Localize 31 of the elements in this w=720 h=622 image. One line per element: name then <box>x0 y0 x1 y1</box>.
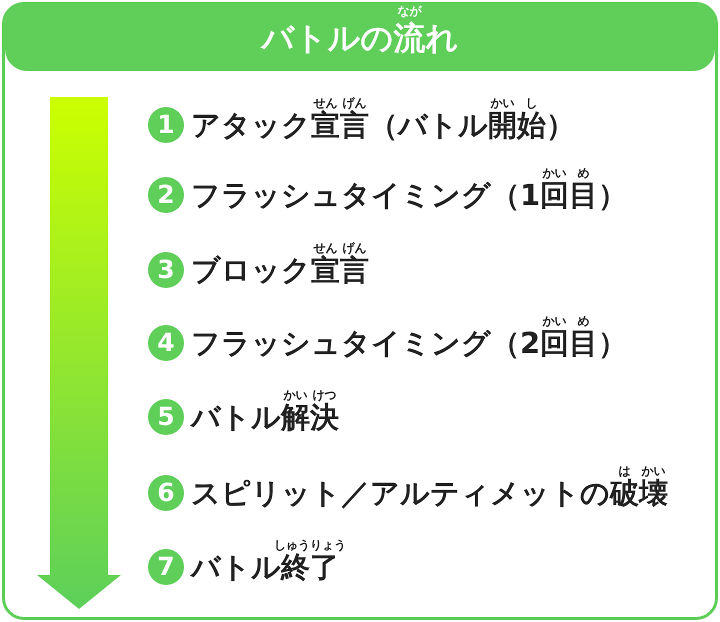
step-text: フラッシュタイミング（2回目） <box>191 326 628 361</box>
step-number-circle: 1 <box>148 107 184 143</box>
step-number-circle: 4 <box>148 325 184 361</box>
step-text: バトル解決 <box>191 400 339 435</box>
step-text: バトル終了 <box>191 550 339 585</box>
furigana: かい <box>284 388 308 402</box>
step-number-circle: 2 <box>148 177 184 213</box>
furigana: め <box>578 166 590 180</box>
step-number-circle: 6 <box>148 475 184 511</box>
title: バトルの流れ <box>262 18 458 59</box>
furigana: は <box>618 464 630 478</box>
furigana: かい <box>490 96 514 110</box>
step-text: ブロック宣言 <box>191 253 369 288</box>
furigana: め <box>578 314 590 328</box>
step-number-circle: 5 <box>148 399 184 435</box>
furigana: けつ <box>312 388 336 402</box>
step-text: フラッシュタイミング（1回目） <box>191 178 628 213</box>
step-number-circle: 7 <box>148 549 184 585</box>
furigana: かい <box>642 464 666 478</box>
furigana: かい <box>542 314 567 328</box>
step-text: アタック宣言（バトル開始） <box>191 108 575 143</box>
furigana: げん <box>342 96 366 110</box>
furigana: せん <box>314 96 338 110</box>
furigana: せん <box>314 241 338 255</box>
step-number-circle: 3 <box>148 252 184 288</box>
step-text: スピリット／アルティメットの破壊 <box>191 476 668 511</box>
furigana: しゅうりょう <box>274 538 346 552</box>
furigana: なが <box>398 4 422 18</box>
furigana: げん <box>342 241 366 255</box>
furigana: かい <box>542 166 567 180</box>
furigana: し <box>526 96 538 110</box>
